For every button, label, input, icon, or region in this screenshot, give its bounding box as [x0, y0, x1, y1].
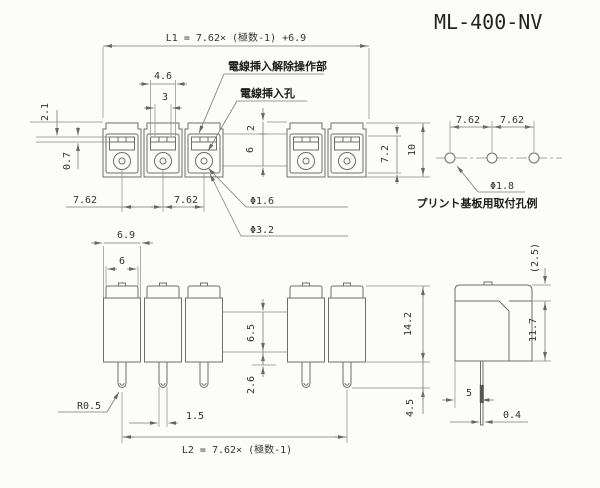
- dia-outer-hole-label: Φ3.2: [250, 225, 274, 236]
- dim-body-height-label: 11.7: [528, 318, 539, 342]
- callout-release: 電線挿入解除操作部: [198, 59, 327, 134]
- callout-dia-3-2: Φ3.2: [209, 173, 348, 237]
- front-view-break-lines: [222, 311, 288, 353]
- dim-slot-inner-label: 3: [162, 92, 168, 103]
- dim-lower-height-label: 2.6: [246, 376, 257, 394]
- dim-pin-radius-label: R0.5: [77, 401, 101, 412]
- dim-total-height: 14.2: [366, 285, 430, 363]
- pcb-pitch-1-label: 7.62: [456, 115, 480, 126]
- dim-cap-width-label: 6: [119, 256, 125, 267]
- front-unit-2: [144, 282, 182, 388]
- dim-pitch-1-label: 7.62: [73, 195, 97, 206]
- dim-depth-inner: 7.2: [368, 125, 401, 184]
- dim-depth-label: 10: [407, 144, 418, 156]
- pcb-dia-label: Φ1.8: [490, 181, 514, 192]
- top-view-break-lines: [223, 133, 287, 167]
- dim-total-height-label: 14.2: [403, 312, 414, 336]
- dim-panel-opening-label: 6: [245, 147, 256, 153]
- pcb-hole-2: [486, 152, 498, 164]
- label-release: 電線挿入解除操作部: [228, 59, 327, 73]
- dim-pitch-top: 7.62 7.62: [66, 170, 205, 212]
- dim-slot-height-label: 0.7: [62, 152, 73, 170]
- dim-pin-thickness-label: 0.4: [503, 410, 521, 421]
- dim-pitch-2-label: 7.62: [174, 195, 198, 206]
- dim-body-height: 11.7: [528, 300, 551, 362]
- dim-pin-offset-label: 5: [466, 388, 472, 399]
- dim-L2-label: L2 = 7.62× (極数-1): [182, 443, 292, 456]
- top-unit-3: [184, 122, 224, 178]
- dim-panel-vertical: 2 6: [245, 108, 287, 177]
- top-unit-1: [102, 122, 142, 178]
- dim-slot-inner: 3: [144, 92, 182, 136]
- front-unit-1: [103, 282, 141, 388]
- pcb-pitch-2-label: 7.62: [500, 115, 524, 126]
- dim-pin-width: 1.5: [129, 387, 204, 427]
- dia-wire-hole-label: Φ1.6: [250, 196, 274, 207]
- dim-body-width-label: 6.9: [117, 230, 135, 241]
- front-unit-4: [287, 282, 325, 388]
- dim-L1: L1 = 7.62× (極数-1) +6.9: [102, 31, 370, 119]
- dim-cap-width: 6: [105, 256, 139, 286]
- pcb-hole-1: [444, 152, 456, 164]
- dim-top-offset-label: 2.1: [40, 103, 51, 121]
- pcb-hole-3: [528, 152, 540, 164]
- dim-L1-label: L1 = 7.62× (極数-1) +6.9: [166, 31, 306, 44]
- top-view: [102, 122, 367, 178]
- dim-cap-height-label: (2.5): [530, 243, 541, 273]
- callout-pin-radius: R0.5: [58, 391, 120, 413]
- dim-panel-offset-label: 2: [246, 125, 257, 131]
- front-view: [103, 282, 366, 388]
- dim-mid-height: 6.5: [246, 299, 265, 364]
- dim-pin-length: 4.5: [352, 362, 430, 417]
- dim-cap-height: (2.5): [530, 243, 551, 286]
- top-unit-2: [143, 122, 183, 178]
- callout-wire-hole: 電線挿入孔: [207, 86, 307, 152]
- side-pin-pressfit: [479, 385, 484, 403]
- front-unit-5: [328, 282, 366, 388]
- dim-L2: L2 = 7.62× (極数-1): [121, 390, 348, 456]
- dim-body-width: 6.9: [91, 230, 153, 298]
- dim-left-side: 2.1 0.7: [30, 103, 110, 170]
- dim-slot-outer-label: 4.6: [154, 71, 172, 82]
- dim-pin-thickness: 0.4: [450, 410, 528, 424]
- drawing-title: ML-400-NV: [434, 10, 542, 34]
- top-unit-5: [327, 122, 367, 178]
- dim-mid-height-label: 6.5: [246, 324, 257, 342]
- pcb-caption: プリント基板用取付孔例: [417, 196, 538, 210]
- dim-depth: 10: [366, 122, 430, 178]
- dim-lower-height: 2.6: [246, 342, 276, 394]
- dim-depth-inner-label: 7.2: [380, 145, 391, 163]
- pcb-hole-view: 7.62 7.62 Φ1.8 プリント基板用取付孔例: [417, 115, 562, 210]
- dim-pin-offset: 5: [442, 388, 494, 402]
- label-wire-hole: 電線挿入孔: [240, 86, 295, 100]
- dim-pin-length-label: 4.5: [405, 399, 416, 417]
- callout-dia-1-6: Φ1.6: [207, 167, 348, 208]
- dim-pin-width-label: 1.5: [186, 411, 204, 422]
- side-view: [454, 281, 533, 426]
- top-unit-4: [286, 122, 326, 178]
- front-unit-3: [185, 282, 223, 388]
- side-body: [454, 284, 533, 362]
